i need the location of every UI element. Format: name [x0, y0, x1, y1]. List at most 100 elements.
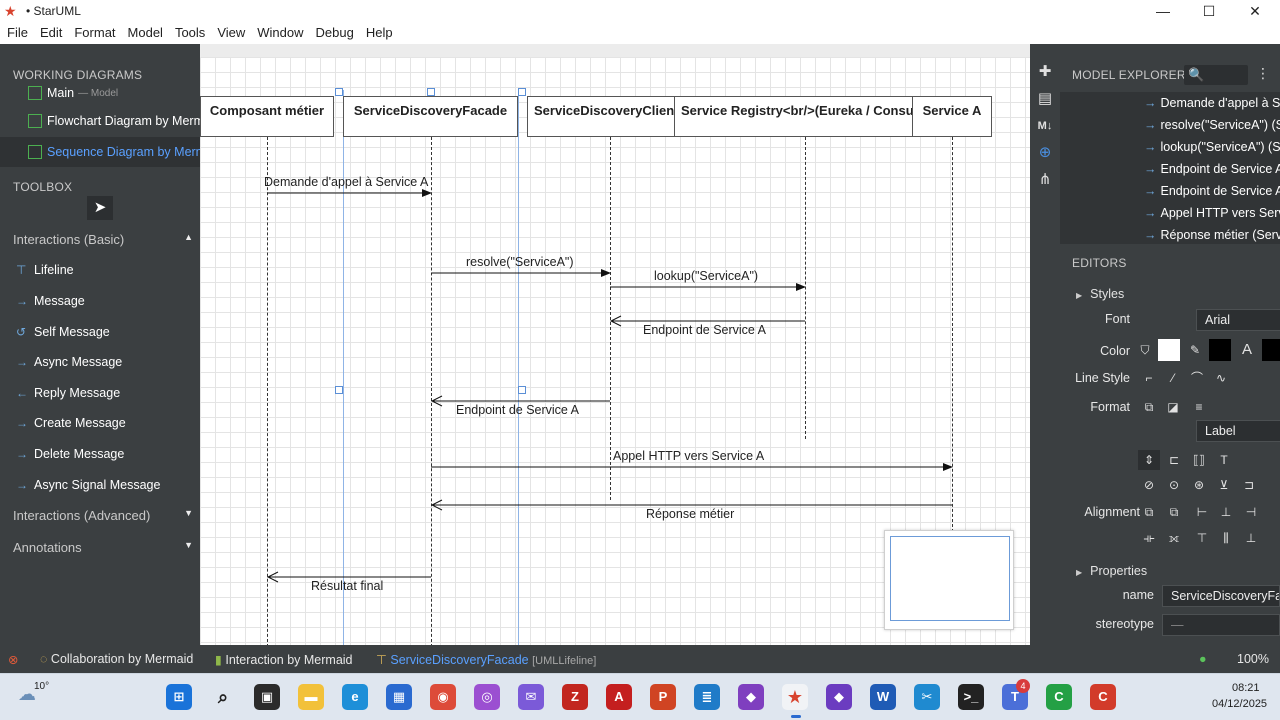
- task-view-icon[interactable]: ▣: [254, 684, 280, 710]
- format-painter-icon[interactable]: ⛉: [1134, 340, 1156, 360]
- store-icon[interactable]: ▦: [386, 684, 412, 710]
- name-field[interactable]: ServiceDiscoveryFacade: [1162, 585, 1280, 607]
- model-explorer-search[interactable]: 🔍: [1184, 65, 1248, 85]
- windows-start-icon[interactable]: ⊞: [166, 684, 192, 710]
- resize-handle[interactable]: [427, 88, 435, 96]
- align-top-icon[interactable]: ⊤: [1191, 528, 1213, 548]
- tree-item[interactable]: →Appel HTTP vers Service A: [1144, 206, 1280, 220]
- align-left-icon[interactable]: ⊢: [1191, 502, 1213, 522]
- line-color-swatch[interactable]: [1209, 339, 1231, 361]
- resize-handle[interactable]: [335, 386, 343, 394]
- menu-tools[interactable]: Tools: [169, 22, 211, 44]
- minimap-viewport[interactable]: [890, 536, 1010, 621]
- align-bottom-icon[interactable]: ⊥: [1240, 528, 1262, 548]
- align-icon[interactable]: ⇕: [1138, 450, 1160, 470]
- align-icon[interactable]: ⊐: [1238, 475, 1260, 495]
- lifeline-head-service-discovery-facade[interactable]: ServiceDiscoveryFacade: [343, 96, 518, 137]
- font-color-icon[interactable]: A: [1236, 340, 1258, 360]
- diagram-tab-collaboration[interactable]: ◌ Collaboration by Mermaid: [40, 652, 193, 666]
- close-button[interactable]: ✕: [1232, 0, 1278, 22]
- menu-window[interactable]: Window: [251, 22, 309, 44]
- navigator-icon[interactable]: ⊕: [1034, 142, 1056, 164]
- diagram-item-flowchart[interactable]: Flowchart Diagram by Mermaid: [0, 106, 200, 136]
- message-label[interactable]: resolve("ServiceA"): [466, 255, 574, 269]
- resize-handle[interactable]: [518, 88, 526, 96]
- message-label[interactable]: Demande d'appel à Service A: [264, 175, 428, 189]
- menu-debug[interactable]: Debug: [310, 22, 360, 44]
- tool-message[interactable]: →Message: [16, 294, 85, 308]
- mail-app-icon[interactable]: ✉: [518, 684, 544, 710]
- diagram-tab-interaction[interactable]: ▮ Interaction by Mermaid: [215, 652, 353, 667]
- lifeline-head-service-discovery-client[interactable]: ServiceDiscoveryClient: [527, 96, 693, 137]
- message-label[interactable]: lookup("ServiceA"): [654, 269, 758, 283]
- align-icon[interactable]: ⊛: [1188, 475, 1210, 495]
- align-front-icon[interactable]: ⧉: [1138, 502, 1160, 522]
- menu-view[interactable]: View: [211, 22, 251, 44]
- stereotype-field[interactable]: —: [1162, 614, 1280, 636]
- word-icon[interactable]: W: [870, 684, 896, 710]
- tree-item[interactable]: →lookup("ServiceA") (S: [1144, 140, 1280, 154]
- tree-item[interactable]: →Endpoint de Service A: [1144, 184, 1280, 198]
- tool-self-message[interactable]: ↺Self Message: [16, 325, 110, 339]
- sheets-icon[interactable]: C: [1046, 684, 1072, 710]
- tool-async-signal-message[interactable]: →Async Signal Message: [16, 478, 160, 492]
- rounded-line-icon[interactable]: ⌒: [1186, 368, 1208, 388]
- align-space-icon[interactable]: ⟗: [1163, 528, 1185, 548]
- extensions-puzzle-icon[interactable]: ✚: [1034, 61, 1056, 83]
- fill-color-swatch[interactable]: [1158, 339, 1180, 361]
- resize-handle[interactable]: [335, 88, 343, 96]
- pencil-icon[interactable]: ✎: [1184, 340, 1206, 360]
- search-icon[interactable]: ⌕: [210, 684, 236, 710]
- menu-file[interactable]: File: [0, 22, 34, 44]
- message-label[interactable]: Réponse métier: [646, 507, 734, 521]
- tree-item[interactable]: →Réponse métier (Serv: [1144, 228, 1280, 242]
- align-vcenter-icon[interactable]: ⫼: [1215, 528, 1237, 548]
- properties-section[interactable]: ▶Properties: [1076, 564, 1147, 578]
- align-middle-icon[interactable]: ⟛: [1138, 528, 1160, 548]
- rectilinear-line-icon[interactable]: ⌐: [1138, 368, 1160, 388]
- tree-item[interactable]: →Demande d'appel à Service A: [1144, 96, 1280, 110]
- message-label[interactable]: Appel HTTP vers Service A: [613, 449, 764, 463]
- message-label[interactable]: Résultat final: [311, 579, 383, 593]
- minimap[interactable]: [884, 530, 1014, 630]
- shadow-icon[interactable]: ◪: [1162, 397, 1184, 417]
- align-icon[interactable]: ⊘: [1138, 475, 1160, 495]
- align-center-icon[interactable]: ⊥: [1215, 502, 1237, 522]
- more-vertical-icon[interactable]: ⋮: [1256, 65, 1270, 82]
- font-color-swatch[interactable]: [1262, 339, 1280, 361]
- group-interactions-basic[interactable]: Interactions (Basic) ▲: [13, 232, 197, 247]
- app-icon[interactable]: ◎: [474, 684, 500, 710]
- resize-handle[interactable]: [518, 386, 526, 394]
- panels-icon[interactable]: ▤: [1034, 88, 1056, 110]
- tree-item[interactable]: →Endpoint de Service A: [1144, 162, 1280, 176]
- menu-help[interactable]: Help: [360, 22, 399, 44]
- tool-lifeline[interactable]: ⊤Lifeline: [16, 263, 74, 277]
- staruml-icon[interactable]: ★: [782, 684, 808, 710]
- minimize-button[interactable]: —: [1140, 0, 1186, 22]
- menu-model[interactable]: Model: [122, 22, 169, 44]
- menu-format[interactable]: Format: [68, 22, 121, 44]
- format-select[interactable]: Label: [1196, 420, 1280, 442]
- message-label[interactable]: Endpoint de Service A: [643, 323, 766, 337]
- word-wrap-icon[interactable]: ≡: [1188, 397, 1210, 417]
- file-explorer-icon[interactable]: ▬: [298, 684, 324, 710]
- error-icon[interactable]: ⊗: [8, 652, 18, 667]
- oblique-line-icon[interactable]: ⁄: [1162, 368, 1184, 388]
- select-tool-button[interactable]: ➤: [87, 196, 113, 220]
- snipping-tool-icon[interactable]: ✂: [914, 684, 940, 710]
- chrome-icon[interactable]: ◉: [430, 684, 456, 710]
- auto-resize-icon[interactable]: ⧉: [1138, 397, 1160, 417]
- acrobat-icon[interactable]: A: [606, 684, 632, 710]
- tool-async-message[interactable]: →Async Message: [16, 355, 122, 369]
- share-icon[interactable]: ⋔: [1034, 169, 1056, 191]
- app-red-icon[interactable]: C: [1090, 684, 1116, 710]
- terminal-icon[interactable]: >_: [958, 684, 984, 710]
- align-right-icon[interactable]: ⊣: [1240, 502, 1262, 522]
- tool-reply-message[interactable]: ←Reply Message: [16, 386, 120, 400]
- visual-studio-2-icon[interactable]: ◆: [826, 684, 852, 710]
- markdown-icon[interactable]: M↓: [1034, 115, 1056, 137]
- model-explorer-tree[interactable]: →Demande d'appel à Service A →resolve("S…: [1060, 92, 1280, 244]
- font-select[interactable]: Arial: [1196, 309, 1280, 331]
- lifeline-head-service-registry[interactable]: Service Registry<br/>(Eureka / Consul): [674, 96, 914, 137]
- styles-section[interactable]: ▶Styles: [1076, 287, 1124, 301]
